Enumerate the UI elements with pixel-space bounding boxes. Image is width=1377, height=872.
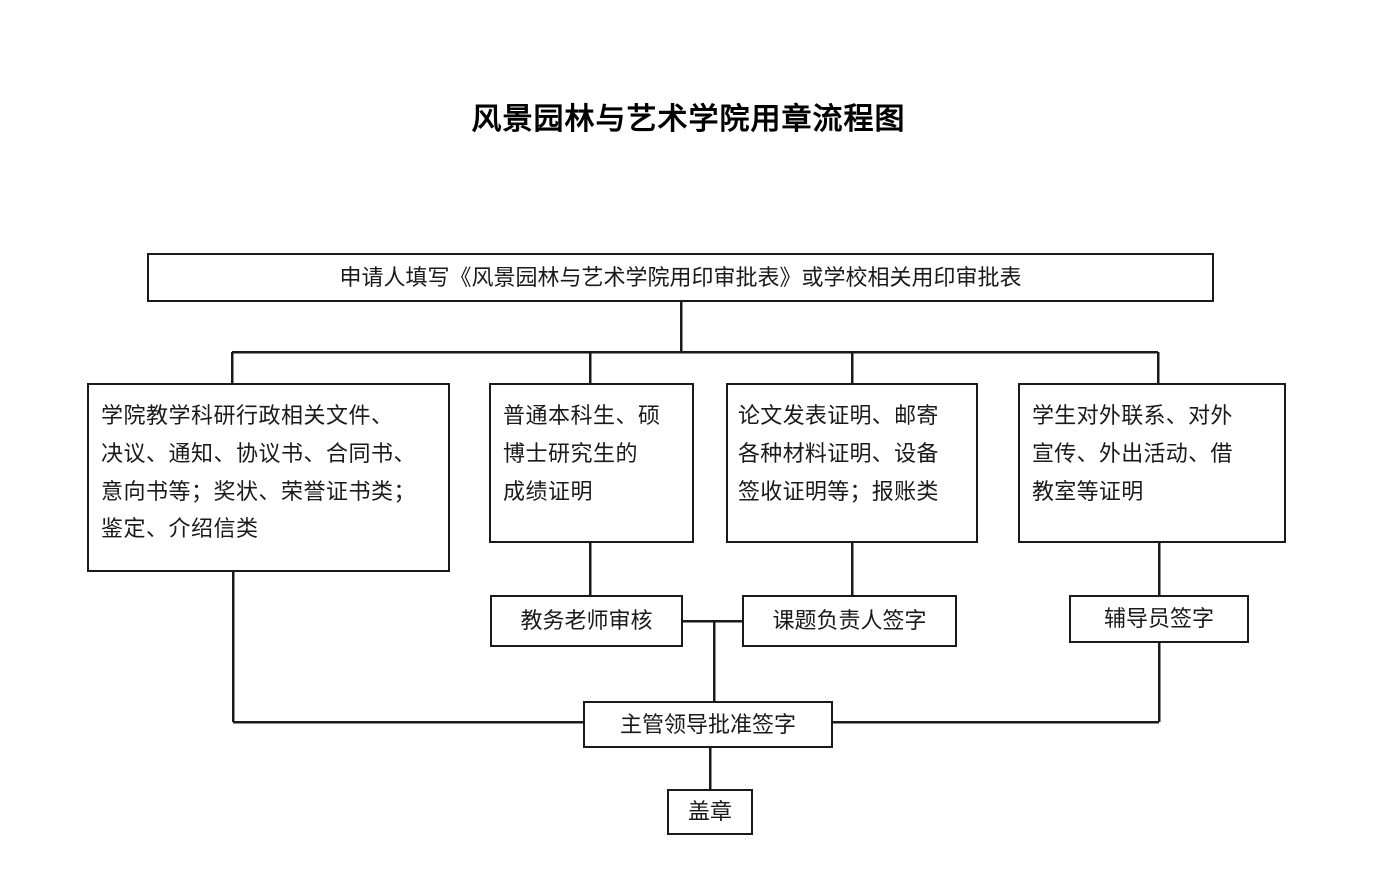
cat3-line-2: 各种材料证明、设备	[738, 440, 939, 466]
node-category-transcripts[interactable]: 普通本科生、硕 博士研究生的 成绩证明	[489, 383, 694, 543]
cat4-line-2: 宣传、外出活动、借	[1032, 440, 1233, 466]
node-category-academic-documents-label: 学院教学科研行政相关文件、 决议、通知、协议书、合同书、 意向书等；奖状、荣誉证…	[101, 397, 438, 548]
node-category-research-proofs[interactable]: 论文发表证明、邮寄 各种材料证明、设备 签收证明等；报账类	[726, 383, 978, 543]
cat4-line-1: 学生对外联系、对外	[1032, 403, 1233, 428]
node-academic-affairs-review-label: 教务老师审核	[520, 608, 653, 633]
node-apply-seal-label: 盖章	[687, 799, 732, 824]
node-academic-affairs-review[interactable]: 教务老师审核	[490, 595, 683, 647]
node-leader-approval-signature[interactable]: 主管领导批准签字	[583, 701, 833, 748]
cat1-line-3: 意向书等；奖状、荣誉证书类；	[101, 478, 417, 504]
cat1-line-2: 决议、通知、协议书、合同书、	[101, 440, 417, 466]
cat1-line-1: 学院教学科研行政相关文件、	[101, 403, 394, 428]
node-category-transcripts-label: 普通本科生、硕 博士研究生的 成绩证明	[503, 397, 682, 510]
node-apply-seal[interactable]: 盖章	[667, 789, 753, 835]
cat3-line-1: 论文发表证明、邮寄	[738, 403, 939, 428]
node-application-form-label: 申请人填写《风景园林与艺术学院用印审批表》或学校相关用印审批表	[339, 264, 1022, 290]
node-category-student-affairs-label: 学生对外联系、对外 宣传、外出活动、借 教室等证明	[1032, 397, 1276, 510]
node-category-research-proofs-label: 论文发表证明、邮寄 各种材料证明、设备 签收证明等；报账类	[738, 397, 968, 510]
cat2-line-2: 博士研究生的	[503, 440, 639, 466]
node-application-form[interactable]: 申请人填写《风景园林与艺术学院用印审批表》或学校相关用印审批表	[147, 253, 1214, 302]
cat2-line-1: 普通本科生、硕	[503, 403, 661, 428]
cat2-line-3: 成绩证明	[503, 478, 594, 504]
node-category-academic-documents[interactable]: 学院教学科研行政相关文件、 决议、通知、协议书、合同书、 意向书等；奖状、荣誉证…	[87, 383, 450, 572]
page-title: 风景园林与艺术学院用章流程图	[471, 102, 906, 137]
cat4-line-3: 教室等证明	[1032, 478, 1144, 504]
node-leader-approval-signature-label: 主管领导批准签字	[619, 711, 796, 737]
node-counselor-signature-label: 辅导员签字	[1103, 606, 1214, 631]
node-project-leader-signature-label: 课题负责人签字	[772, 608, 927, 633]
node-counselor-signature[interactable]: 辅导员签字	[1069, 595, 1249, 643]
node-category-student-affairs[interactable]: 学生对外联系、对外 宣传、外出活动、借 教室等证明	[1018, 383, 1286, 543]
cat1-line-4: 鉴定、介绍信类	[101, 516, 259, 542]
cat3-line-3: 签收证明等；报账类	[738, 478, 939, 504]
node-project-leader-signature[interactable]: 课题负责人签字	[742, 595, 957, 647]
